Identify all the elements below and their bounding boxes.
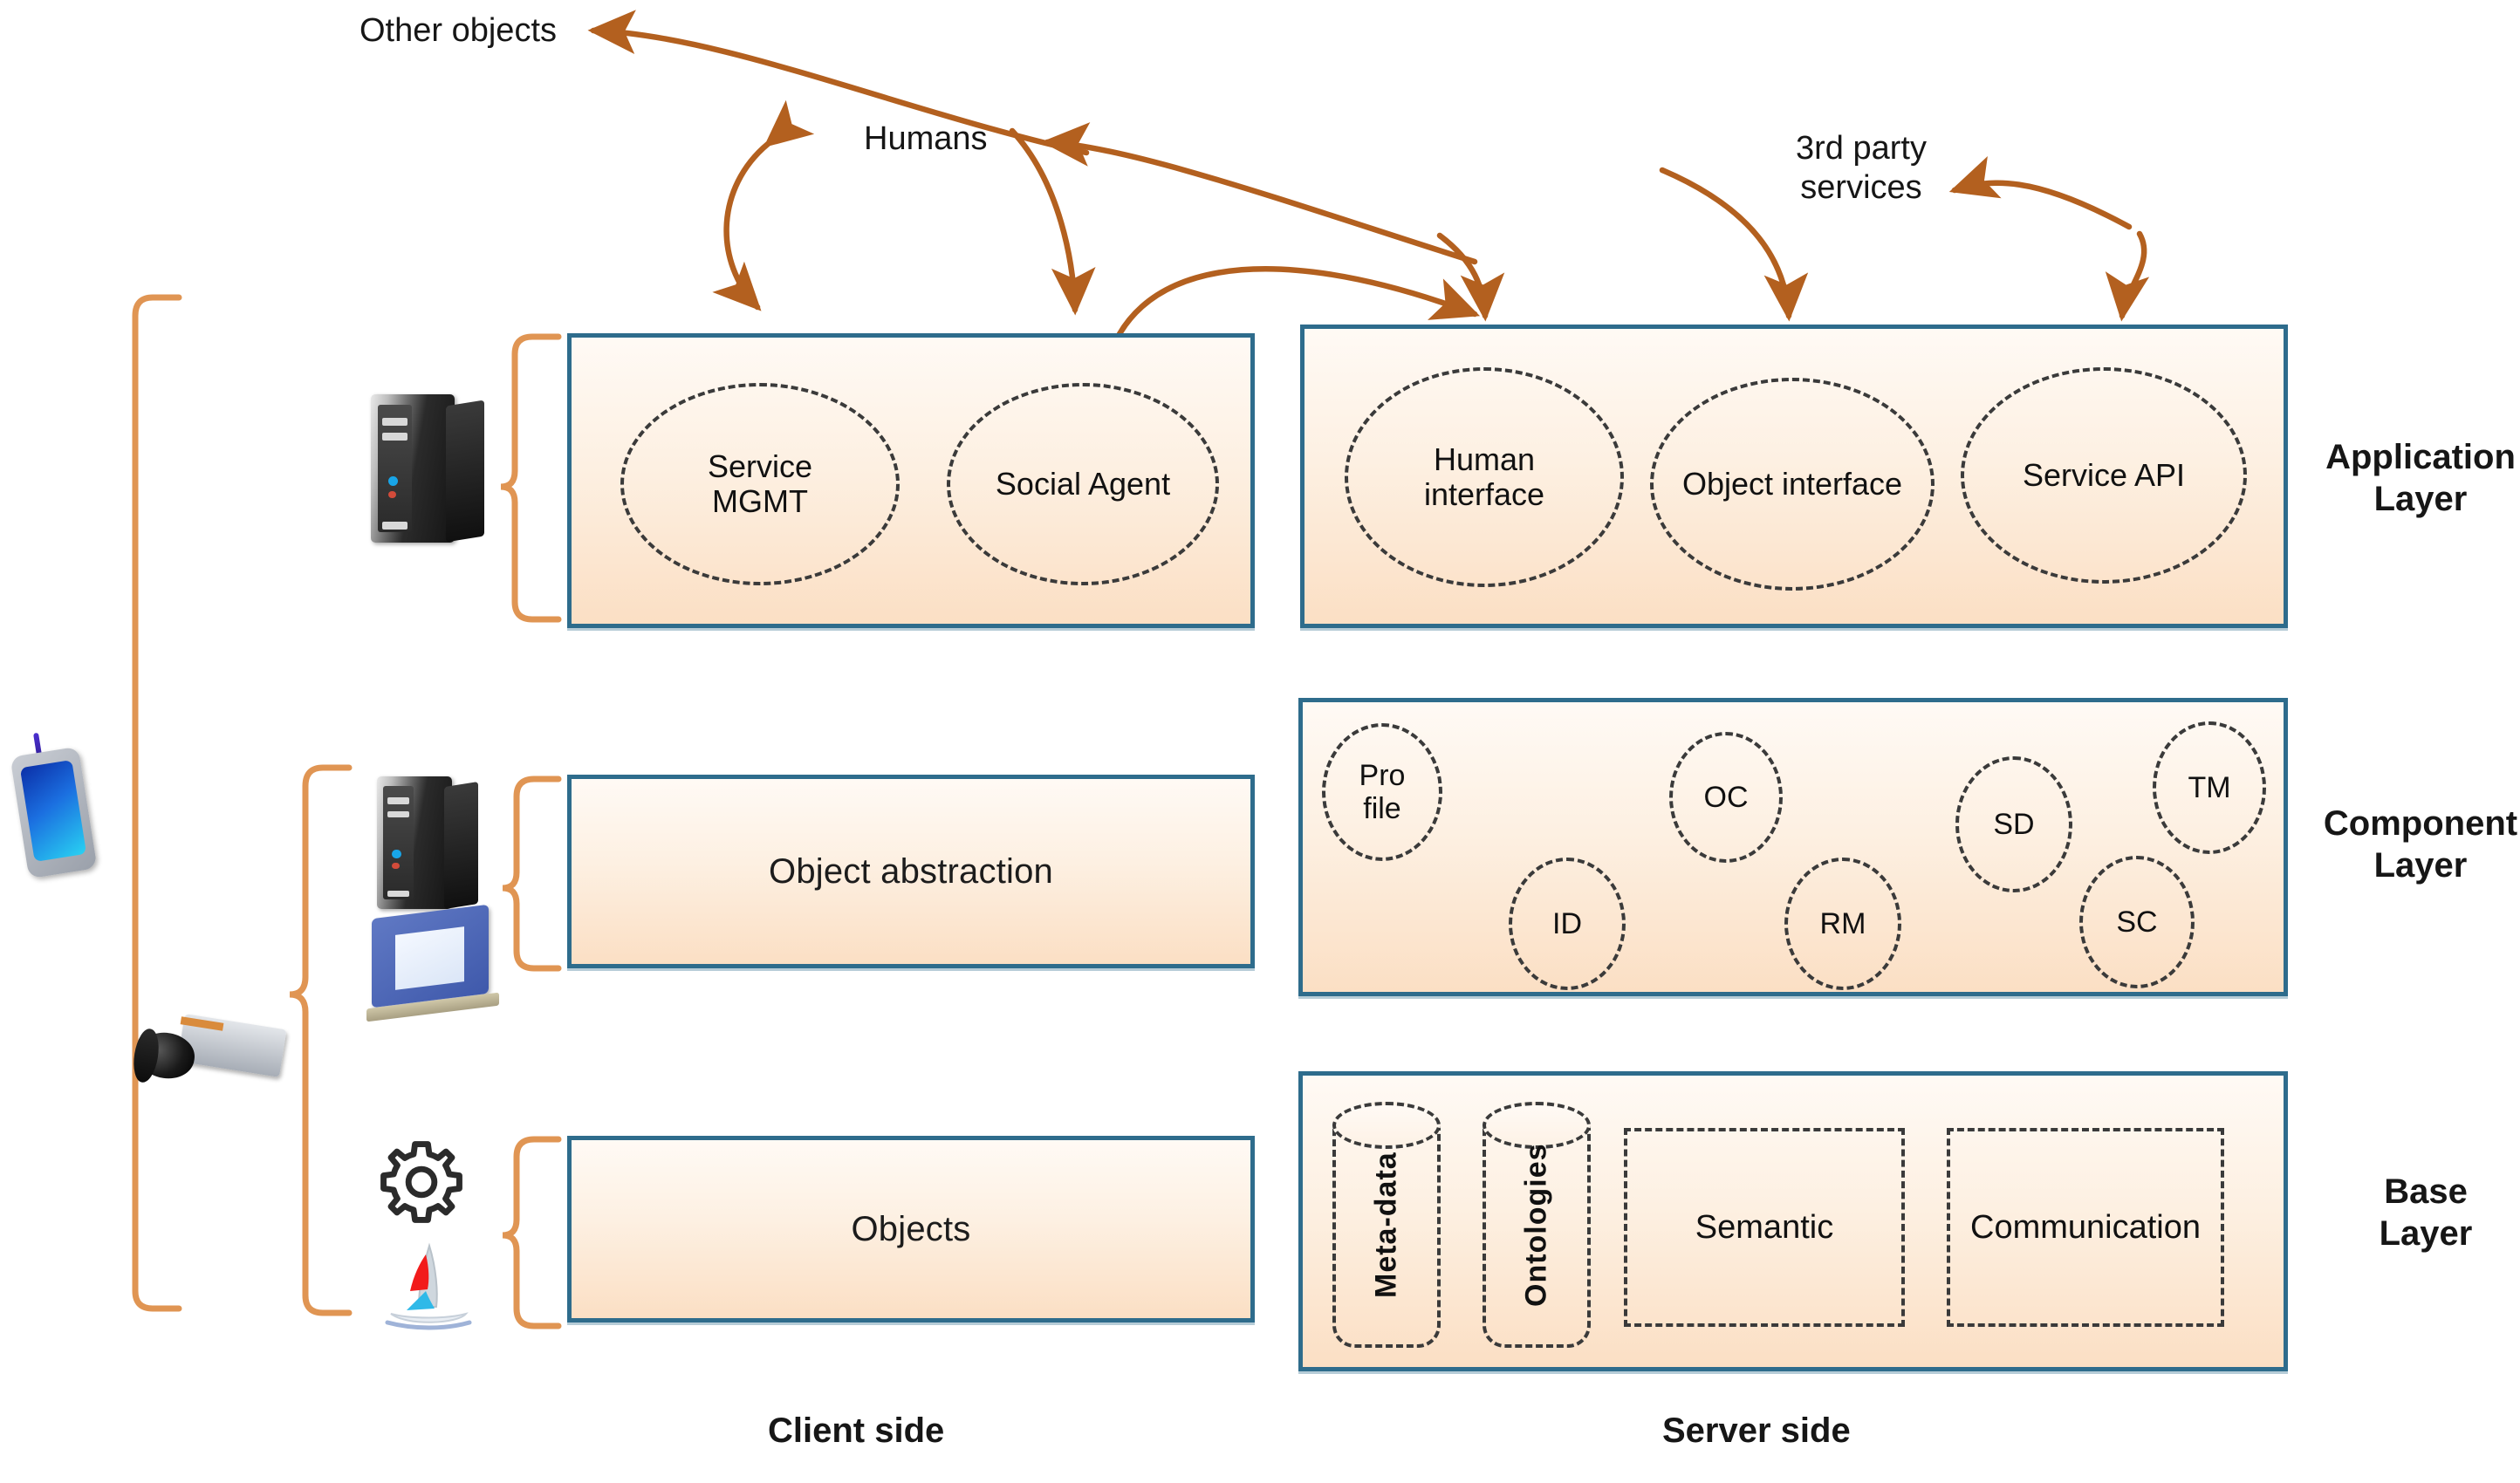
server-led-blue [392, 849, 401, 859]
node-id[interactable]: ID [1509, 858, 1626, 990]
server-slot-2 [382, 433, 407, 441]
component-layer-client-box[interactable]: Object abstraction [567, 775, 1255, 968]
mobile-phone-icon [10, 732, 103, 886]
server-tower-icon-application [371, 394, 484, 543]
server-led-red [387, 490, 396, 498]
node-human-interface[interactable]: Human interface [1345, 367, 1624, 587]
node-oc[interactable]: OC [1669, 732, 1783, 863]
node-service-api[interactable]: Service API [1961, 367, 2247, 584]
server-front-face [382, 785, 414, 900]
arrow-humans-to-social-agent [1009, 127, 1096, 316]
arrow-down-object-interface [1659, 167, 1809, 322]
arrow-other-objects [587, 10, 1090, 156]
outer-bracket [132, 294, 182, 1312]
cylinder-body [1332, 1124, 1441, 1348]
sailboat-icon [375, 1239, 480, 1340]
label-server-side: Server side [1662, 1411, 1851, 1450]
server-slot-1 [387, 797, 410, 804]
server-side-panel [445, 400, 484, 543]
application-layer-client-box[interactable]: Service MGMT Social Agent [567, 333, 1255, 628]
arrow-third-party-to-service-api [2105, 230, 2150, 322]
server-slot-1 [382, 418, 407, 426]
bracket-base-client [502, 1136, 562, 1329]
server-slot-2 [387, 810, 410, 818]
application-layer-server-box[interactable]: Human interface Object interface Service… [1300, 325, 2288, 628]
node-sc[interactable]: SC [2079, 856, 2195, 988]
arrow-third-party-inbound [1948, 156, 2133, 230]
node-meta-data[interactable]: Meta-data [1332, 1102, 1441, 1348]
node-profile[interactable]: Pro file [1322, 723, 1442, 861]
laptop-icon [366, 904, 499, 1022]
node-communication[interactable]: Communication [1947, 1128, 2224, 1327]
base-client-label: Objects [851, 1209, 971, 1248]
cylinder-body [1483, 1124, 1591, 1348]
cylinder-top [1332, 1102, 1441, 1149]
arrow-service-mgmt-bidirectional [712, 99, 815, 311]
server-side-panel [443, 781, 478, 910]
node-object-interface[interactable]: Object interface [1650, 378, 1935, 591]
cctv-camera-icon [130, 994, 297, 1108]
arrow-down-human-interface [1436, 232, 1505, 322]
base-layer-server-box[interactable]: Meta-data Ontologies Semantic Communicat… [1298, 1071, 2288, 1371]
layer-name-application: Application Layer [2325, 438, 2516, 518]
node-sd[interactable]: SD [1955, 756, 2072, 892]
node-ontologies[interactable]: Ontologies [1483, 1102, 1591, 1348]
label-humans: Humans [864, 120, 988, 157]
node-rm[interactable]: RM [1784, 858, 1901, 990]
bracket-component-client [502, 776, 562, 972]
component-layer-server-box[interactable]: Pro file OC SD TM ID RM SC [1298, 698, 2288, 996]
cylinder-top [1483, 1102, 1591, 1149]
gear-icon [373, 1136, 469, 1228]
node-semantic[interactable]: Semantic [1624, 1128, 1905, 1327]
base-layer-client-box[interactable]: Objects [567, 1136, 1255, 1322]
server-led-red [392, 862, 400, 870]
server-tower-icon-component [377, 776, 478, 910]
client-group-bracket [289, 764, 353, 1316]
label-client-side: Client side [768, 1411, 945, 1450]
arrow-humans-inbound [1041, 122, 1478, 265]
node-service-mgmt[interactable]: Service MGMT [620, 383, 900, 585]
label-third-party-services: 3rd party services [1796, 130, 1927, 206]
layer-name-component: Component Layer [2323, 804, 2518, 885]
label-other-objects: Other objects [360, 12, 557, 49]
node-ontologies-label: Ontologies [1519, 1143, 1553, 1307]
bracket-application-client [500, 333, 562, 623]
server-slot-3 [382, 522, 407, 530]
laptop-display [395, 926, 465, 991]
node-tm[interactable]: TM [2153, 721, 2266, 854]
node-meta-data-label: Meta-data [1369, 1152, 1403, 1298]
server-slot-3 [387, 890, 410, 898]
layer-name-base: Base Layer [2379, 1172, 2473, 1253]
server-led-blue [387, 475, 399, 487]
component-client-label: Object abstraction [769, 851, 1053, 891]
node-social-agent[interactable]: Social Agent [947, 383, 1219, 585]
server-front-face [377, 404, 412, 533]
